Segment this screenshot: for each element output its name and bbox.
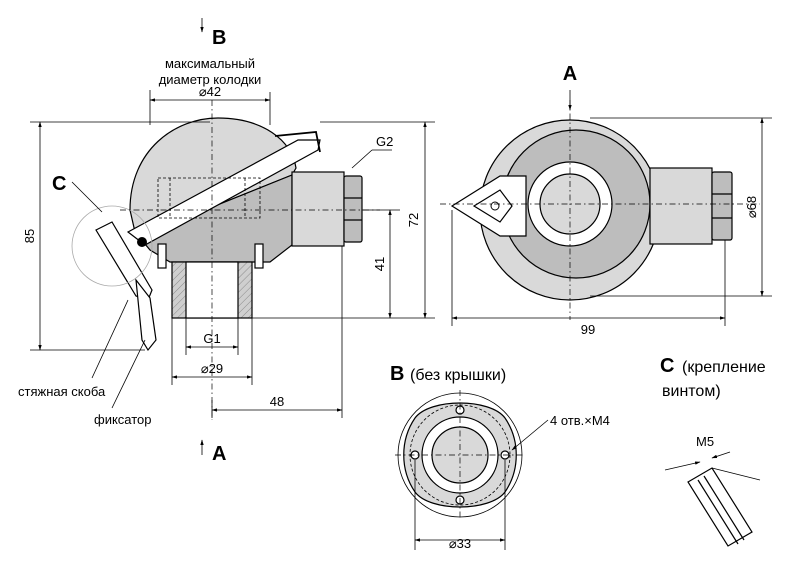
dim-h41: 41 <box>372 257 387 271</box>
label-holes: 4 отв.×M4 <box>550 413 610 428</box>
view-b <box>395 390 549 550</box>
label-max-diameter-1: максимальный <box>165 56 255 71</box>
label-view-c-note-1: (крепление <box>682 359 766 376</box>
side-gland-body <box>291 171 345 247</box>
label-view-b-section: B <box>390 363 404 385</box>
detail-c-body <box>687 467 753 547</box>
dim-w48: 48 <box>270 394 284 409</box>
side-pivot <box>137 237 147 247</box>
dim-h85: 85 <box>22 229 37 243</box>
side-latch <box>135 277 157 352</box>
side-screw-left <box>157 243 167 269</box>
front-gland-nut <box>711 171 733 241</box>
side-cover <box>129 117 297 233</box>
side-screw-right <box>254 243 264 269</box>
dim-d33: ⌀33 <box>449 536 471 551</box>
front-lug <box>450 175 527 237</box>
dim-h72: 72 <box>406 213 421 227</box>
front-dimensions <box>451 117 772 326</box>
label-view-a-right: A <box>563 63 577 85</box>
label-view-c-note-2: винтом) <box>662 383 721 400</box>
label-view-a-bottom: A <box>212 443 226 465</box>
dim-g2: G2 <box>376 134 393 149</box>
dim-m5: M5 <box>696 434 714 449</box>
dim-d42: ⌀42 <box>199 84 221 99</box>
front-gland-body <box>649 167 713 245</box>
label-view-b-top: B <box>212 27 226 49</box>
dim-g1: G1 <box>203 331 220 346</box>
side-dimensions <box>30 18 435 455</box>
side-clamp <box>95 221 153 301</box>
front-view <box>440 90 760 320</box>
dim-w99: 99 <box>581 322 595 337</box>
detail-c <box>664 451 761 547</box>
label-view-c-left: C <box>52 173 66 195</box>
label-clamp: стяжная скоба <box>18 384 106 399</box>
dim-d68: ⌀68 <box>744 196 759 218</box>
label-max-diameter-2: диаметр колодки <box>159 72 262 87</box>
dim-d29: ⌀29 <box>201 361 223 376</box>
side-gland-nut <box>343 175 363 243</box>
front-lug-screw <box>490 201 500 211</box>
label-view-c-section: C <box>660 355 674 377</box>
detail-c-circle <box>71 205 153 287</box>
side-view <box>71 100 380 420</box>
label-view-b-note: (без крышки) <box>410 367 506 384</box>
label-latch: фиксатор <box>94 412 152 427</box>
side-terminal-block <box>157 177 261 219</box>
